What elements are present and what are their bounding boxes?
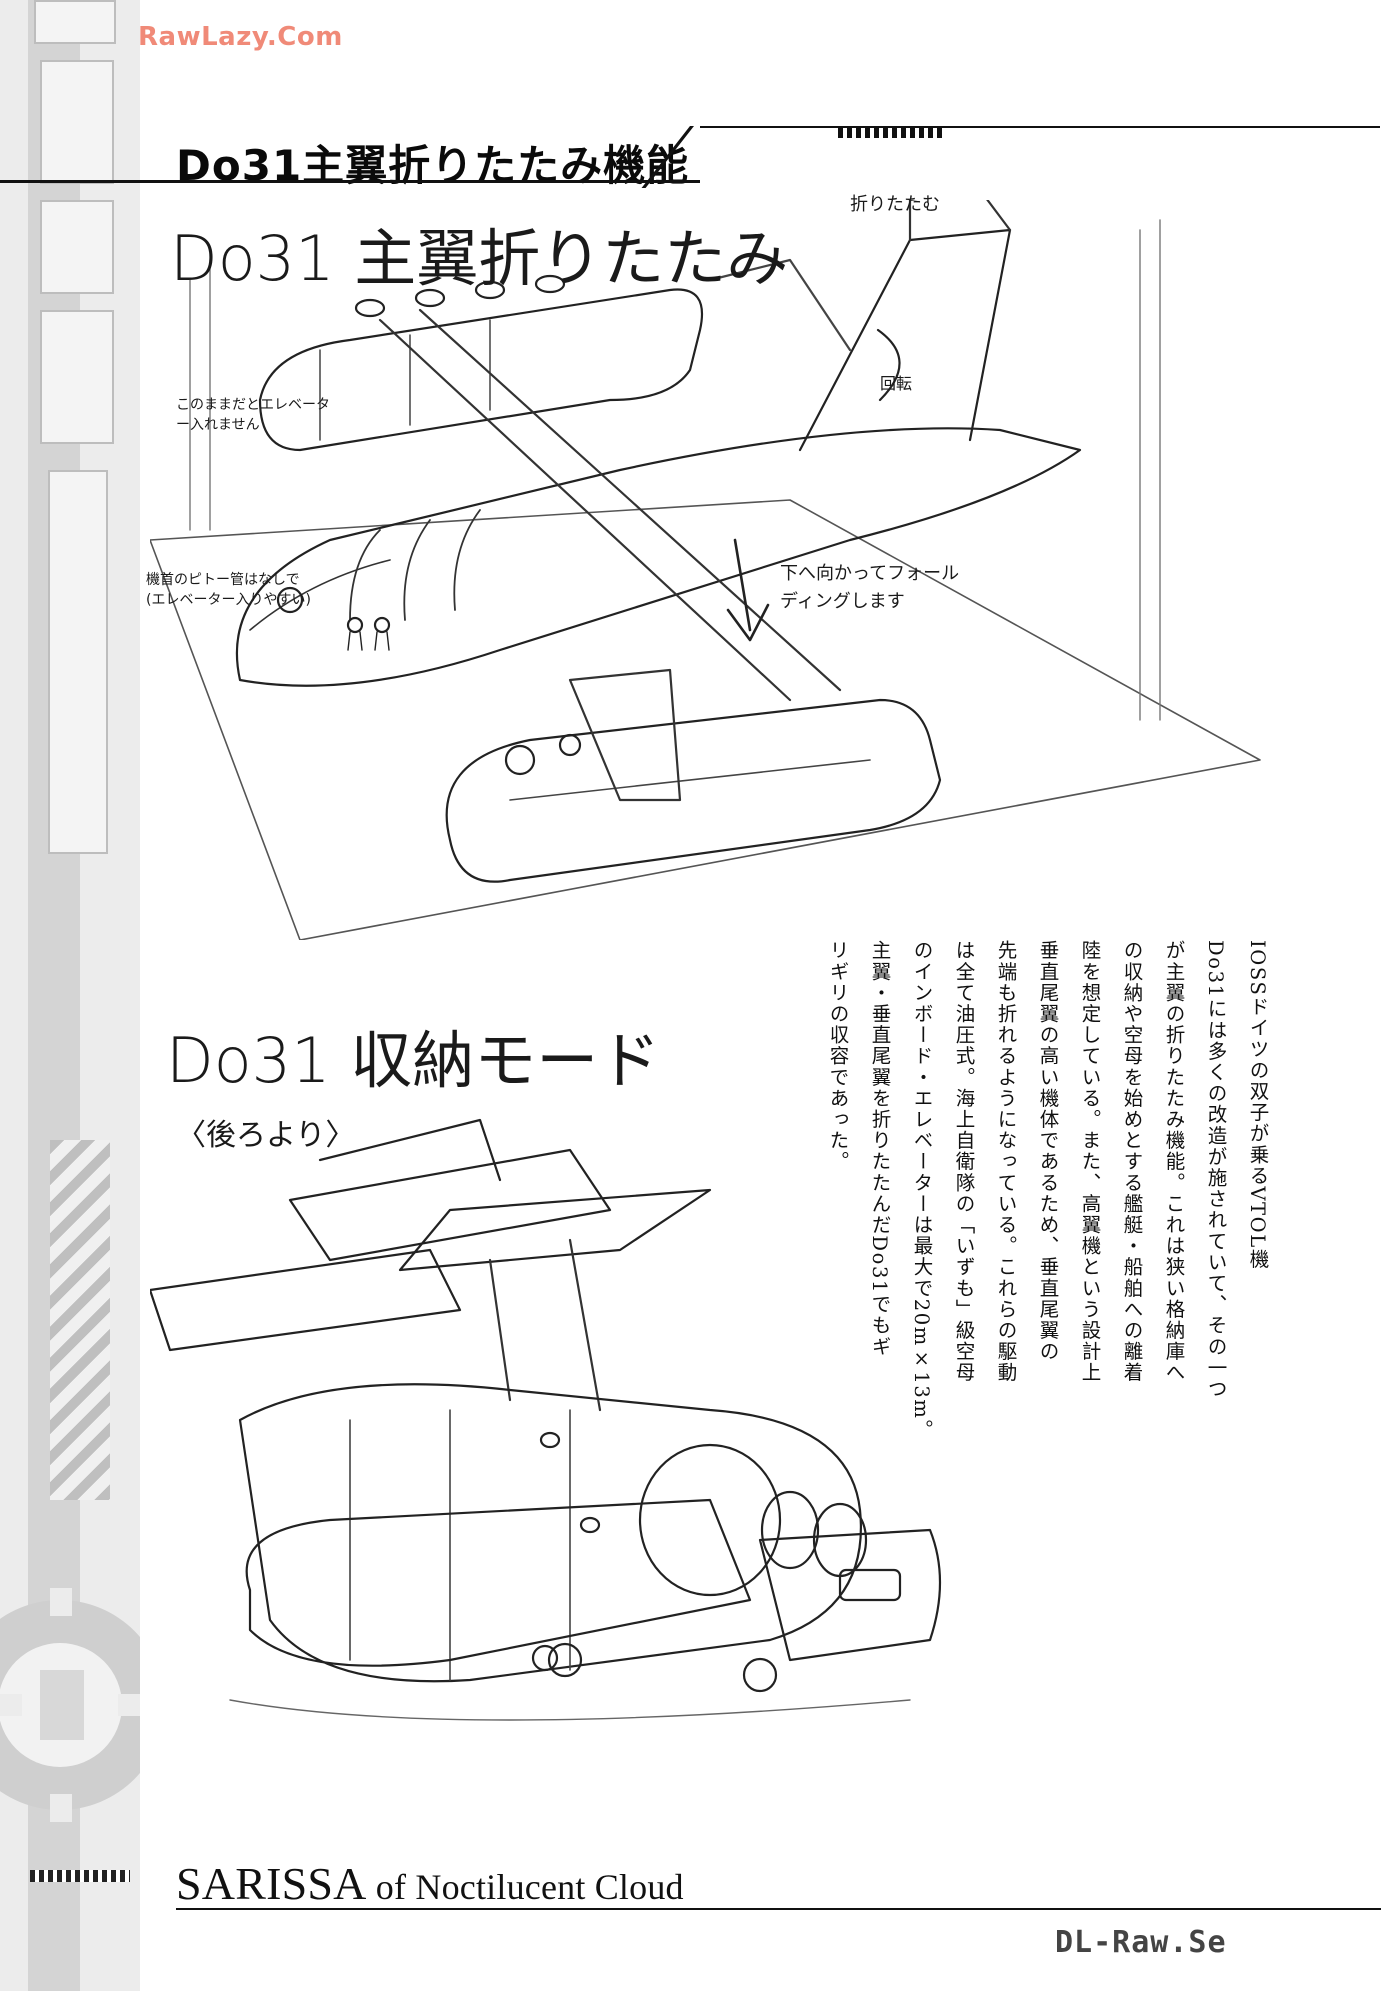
sketch1-note-fold: 折りたたむ	[850, 194, 940, 215]
footer-bar-pattern	[30, 1870, 130, 1882]
sketch-storage-mode	[150, 1118, 942, 1721]
body-column: は全て油圧式。海上自衛隊の「いずも」級空母	[952, 940, 975, 1384]
footer-title-rest: of Noctilucent Cloud	[366, 1867, 684, 1907]
sketch1-heading: Do31 主翼折りたたみ	[170, 222, 789, 295]
sketch2-heading: Do31 収納モード	[166, 1024, 661, 1097]
watermark-bottom: DL-Raw.Se	[1055, 1925, 1227, 1960]
body-column: の収納や空母を始めとする艦艇・船舶への離着	[1120, 940, 1143, 1384]
body-column: Do31には多くの改造が施されていて、その一つ	[1204, 940, 1227, 1400]
sketch1-note-elevator: このままだとエレベーター入れません	[176, 397, 330, 433]
footer-rule	[176, 1908, 1381, 1910]
body-column: リギリの収容であった。	[826, 940, 849, 1173]
footer-series-title: SARISSA of Noctilucent Cloud	[176, 1857, 684, 1910]
body-column: 先端も折れるようになっている。これらの駆動	[994, 940, 1017, 1384]
sketch-wing-fold	[150, 200, 1261, 940]
side-decoration-block	[34, 0, 116, 44]
side-decoration-block	[40, 60, 114, 184]
body-column: 垂直尾翼の高い機体であるため、垂直尾翼の	[1036, 940, 1059, 1362]
side-decoration-stripes	[50, 1140, 110, 1500]
sketch1-note-nose: 機首のピトー管はなしで(エレベーター入りやすい)	[146, 572, 311, 608]
side-decoration-block	[40, 200, 114, 294]
header-bar-pattern	[838, 128, 946, 138]
side-decoration-block	[40, 310, 114, 444]
body-column: IOSSドイツの双子が乗るVTOL機	[1246, 940, 1269, 1270]
sketch2-subheading: 〈後ろより〉	[176, 1118, 356, 1153]
body-column: が主翼の折りたたみ機能。これは狭い格納庫へ	[1162, 940, 1185, 1384]
header-rule-upper	[700, 126, 1380, 128]
header-rule	[0, 180, 700, 183]
body-column: のインボード・エレベーターは最大で20m×13m。	[910, 940, 933, 1441]
side-decoration-block	[48, 470, 108, 854]
sketch1-note-rotate: 回転	[880, 374, 913, 393]
page-title: Do31主翼折りたたみ機能	[176, 141, 690, 190]
footer-title-main: SARISSA	[176, 1858, 367, 1909]
sketch1-note-folding: 下へ向かってフォールディングします	[780, 563, 960, 612]
body-column: 陸を想定している。また、高翼機という設計上	[1078, 940, 1101, 1384]
body-column: 主翼・垂直尾翼を折りたたんだDo31でもギ	[868, 940, 891, 1358]
watermark-top: RawLazy.Com	[138, 22, 343, 52]
gear-icon	[0, 1588, 140, 1822]
